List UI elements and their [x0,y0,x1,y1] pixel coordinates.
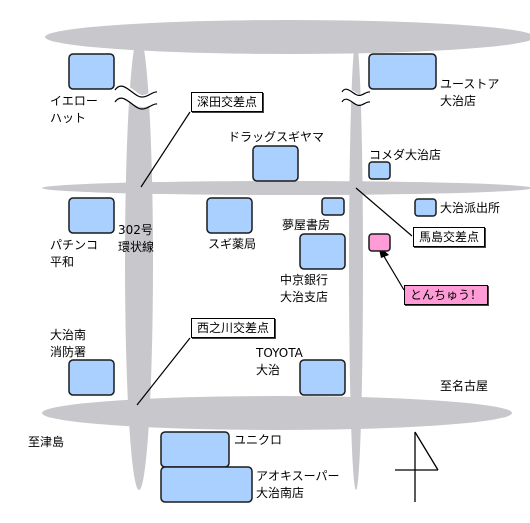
label-fire-station: 大治南 消防署 [50,328,87,359]
label-komeda: コメダ大治店 [369,148,442,162]
building-aoki [160,466,253,503]
leader-majima [355,187,413,237]
building-fire-station [68,359,115,396]
label-police: 大治派出所 [440,201,501,215]
building-toyota [299,359,346,396]
road-middle-horizontal [42,181,530,195]
label-yumeya: 夢屋書房 [282,218,331,232]
label-to-tsushima: 至津島 [28,435,65,449]
label-sugi: スギ薬局 [208,237,257,251]
label-yellow-hat: イエロー ハット [50,94,98,125]
building-yumeya [321,197,345,216]
building-komeda [368,161,391,180]
building-pachinko [68,197,115,234]
building-yellow-hat [68,53,115,90]
roads [42,20,530,490]
building-tonchuu [368,233,391,252]
label-uniqlo: ユニクロ [234,433,283,447]
leader-nishinokawa [136,337,191,406]
road-north-horizontal [45,20,530,54]
leader-lines [136,111,413,406]
label-toyota: TOYOTA 大治 [256,346,303,377]
label-route302: 302号 環状線 [118,223,155,254]
label-fukada-intersection: 深田交差点 [191,92,264,112]
label-nishinokawa-intersection: 西之川交差点 [191,318,276,338]
leader-fukada [140,111,191,188]
label-pachinko: パチンコ 平和 [50,238,99,269]
label-to-nagoya: 至名古屋 [440,379,489,393]
building-chukyo-bank [299,233,346,270]
label-aoki: アオキスーパー 大治南店 [256,469,340,500]
road-south-horizontal [42,396,512,430]
building-police [414,198,437,217]
label-majima-intersection: 馬島交差点 [413,227,486,247]
wave-break-icon [109,84,163,110]
label-tonchuu: とんちゅう！ [404,285,489,305]
label-drugstore: ドラッグスギヤマ [228,130,325,144]
label-chukyo-bank: 中京銀行 大治支店 [280,273,329,304]
road-east-vertical [349,40,363,490]
building-u-store [368,53,437,90]
road-route302-vertical [125,34,153,490]
buildings [68,53,437,503]
building-drugstore [252,145,299,182]
building-sugi [206,197,253,234]
wave-break-icon [337,88,375,107]
building-uniqlo [160,431,230,468]
label-u-store: ユーストア 大治店 [440,77,500,108]
north-arrow-icon [395,431,439,502]
